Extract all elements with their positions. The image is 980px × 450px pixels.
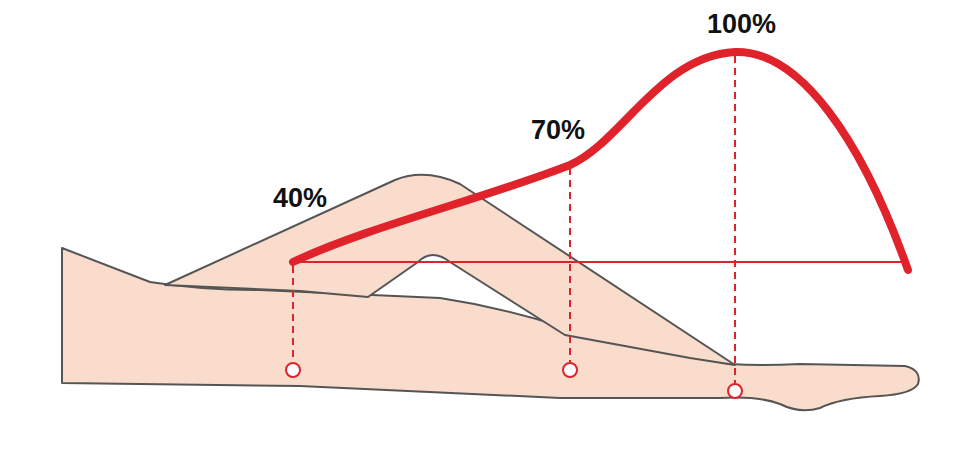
dashed-guide — [734, 56, 736, 383]
joint-marker — [563, 363, 577, 377]
dashed-guide — [569, 168, 571, 362]
baseline — [293, 261, 908, 263]
joint-marker — [728, 384, 742, 398]
percentage-label: 100% — [707, 11, 776, 38]
percentage-label: 40% — [273, 185, 327, 212]
percentage-label: 70% — [531, 117, 585, 144]
force-curve — [293, 52, 908, 270]
joint-marker — [286, 363, 300, 377]
dashed-guide — [292, 266, 294, 362]
